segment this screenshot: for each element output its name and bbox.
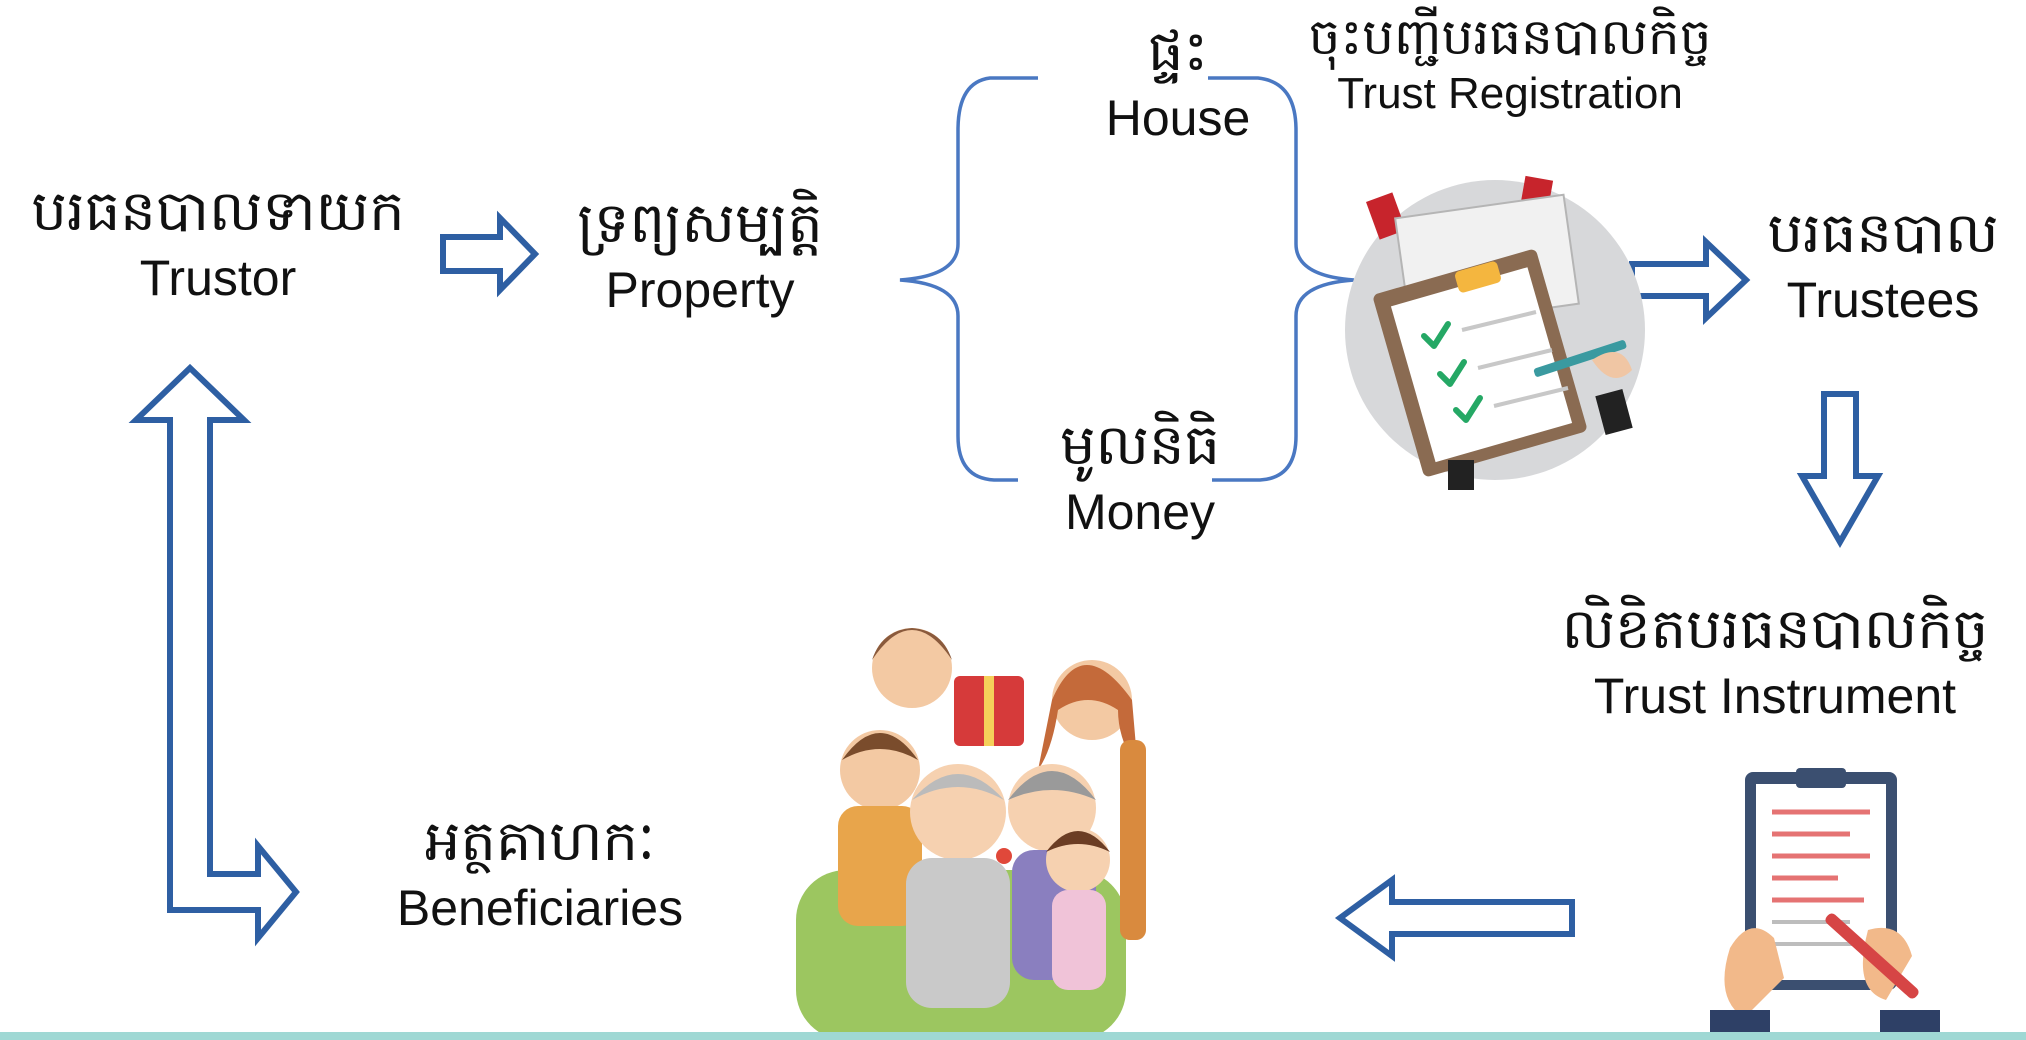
trustor-khmer-label: បរធនបាលទាយក [31,179,405,244]
money-khmer-label: មូលនិធិ [1060,413,1220,478]
property-khmer-label: ទ្រព្យសម្បត្តិ [577,191,823,256]
bottom-accent-band [0,1032,2026,1040]
instrument-khmer-label: លិខិតបរធនបាលកិច្ច [1561,597,1989,662]
house-english-label: House [1105,90,1251,146]
beneficiaries-english-label: Beneficiaries [396,880,684,936]
node-trust-instrument: លិខិតបរធនបាលកិច្ច Trust Instrument [1524,594,2026,726]
node-trustor: បរធនបាលទាយក Trustor [8,176,428,308]
node-trustees: បរធនបាល Trustees [1740,198,2026,330]
arrow-trustees-to-instrument [1796,391,1884,549]
arrow-trustor-to-property [440,210,540,298]
registration-english-label: Trust Registration [1337,69,1683,118]
brace-property-left [899,76,1038,482]
trustees-khmer-label: បរធនបាល [1767,201,1999,266]
beneficiaries-khmer-label: អត្ថគាហកៈ [424,809,656,874]
signed-document-icon [1710,768,1940,1040]
node-property: ទ្រព្យសម្បត្តិ Property [540,188,860,320]
instrument-english-label: Trust Instrument [1593,668,1957,724]
money-english-label: Money [1064,484,1216,540]
registration-khmer-label: ចុះបញ្ជីបរធនបាលកិច្ច [1308,8,1712,66]
family-group-icon [796,628,1146,1040]
clipboard-checklist-icon [1345,175,1645,490]
arrow-trustor-beneficiaries [128,363,300,947]
node-money: មូលនិធិ Money [1020,410,1260,542]
arrow-registration-to-trustees [1629,235,1751,325]
house-khmer-label: ផ្ទះ [1147,19,1209,84]
node-beneficiaries: អត្ថគាហកៈ Beneficiaries [330,806,750,938]
node-house: ផ្ទះ House [1058,16,1298,148]
node-trust-registration: ចុះបញ្ជីបរធនបាលកិច្ច Trust Registration [1290,6,1730,120]
trustor-english-label: Trustor [139,250,297,306]
arrow-instrument-to-beneficiaries [1334,874,1575,962]
property-english-label: Property [605,262,795,318]
trustees-english-label: Trustees [1786,272,1980,328]
